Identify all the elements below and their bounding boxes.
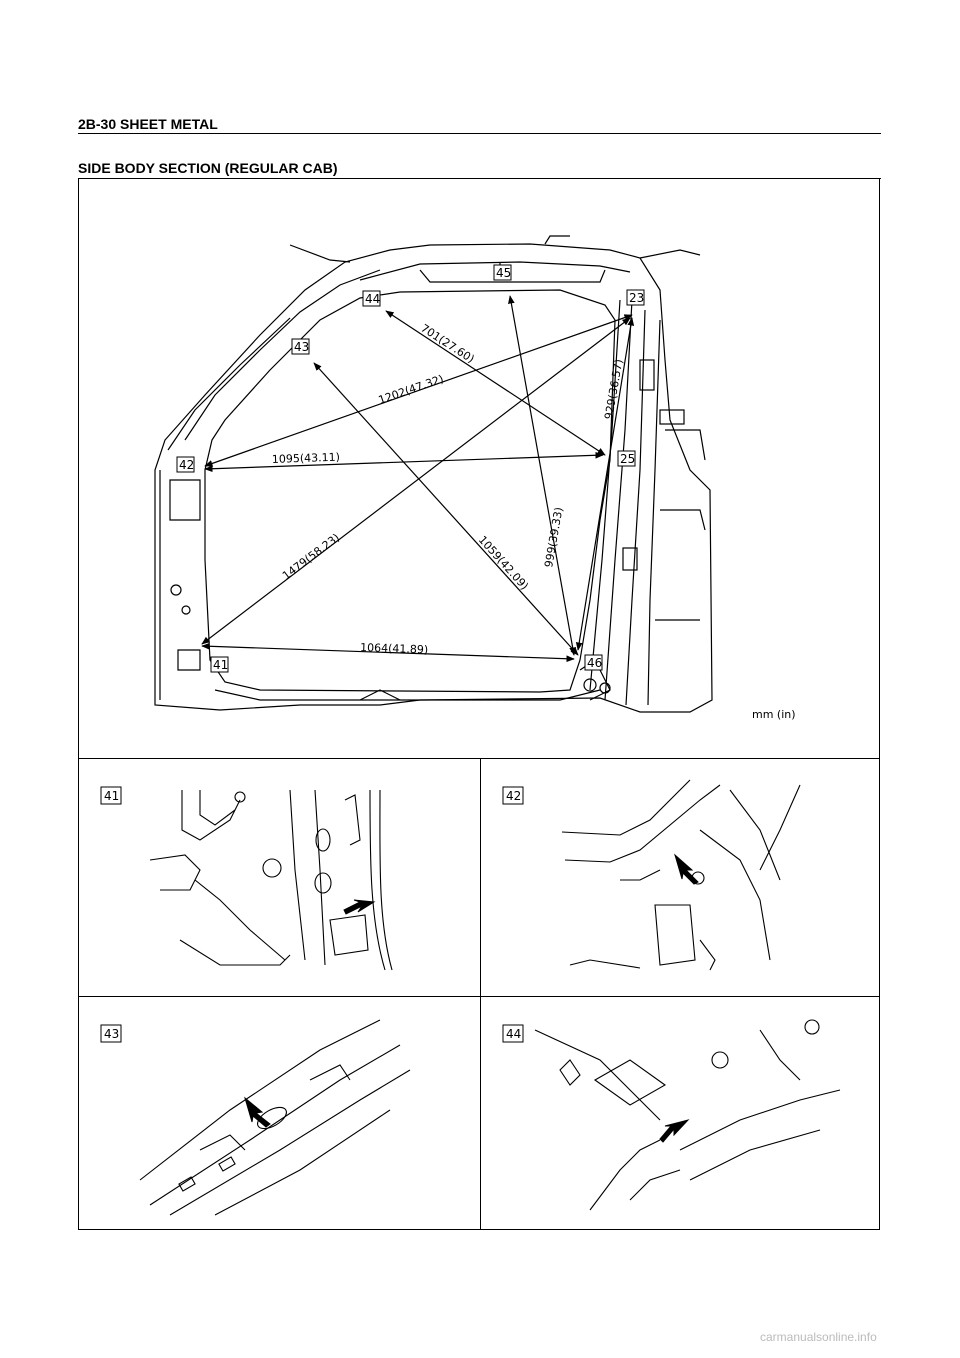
dim-1064: 1064(41.89) bbox=[360, 641, 428, 656]
detail-42-drawing bbox=[561, 779, 801, 971]
dim-999: 999(39.33) bbox=[542, 506, 565, 568]
dim-1059: 1059(42.09) bbox=[476, 533, 531, 592]
detail-43-arrow bbox=[244, 1096, 271, 1128]
detail-42-arrow bbox=[674, 853, 699, 885]
detail-44-drawing bbox=[534, 1019, 841, 1211]
svg-text:43: 43 bbox=[104, 1027, 119, 1041]
point-label-44: 44 bbox=[362, 290, 381, 307]
svg-text:44: 44 bbox=[506, 1027, 521, 1041]
svg-text:45: 45 bbox=[496, 266, 511, 280]
svg-text:41: 41 bbox=[104, 789, 119, 803]
point-label-42: 42 bbox=[176, 456, 195, 473]
point-label-41: 41 bbox=[210, 656, 229, 673]
unit-label: mm (in) bbox=[752, 708, 796, 721]
dim-701: 701(27.60) bbox=[418, 322, 476, 366]
point-label-23: 23 bbox=[626, 289, 645, 306]
detail-41-arrow bbox=[343, 899, 376, 915]
detail-label-42: 42 bbox=[502, 786, 524, 805]
point-label-45: 45 bbox=[493, 264, 512, 281]
line-1064 bbox=[201, 642, 575, 663]
point-label-43: 43 bbox=[291, 338, 310, 355]
detail-41-drawing bbox=[149, 789, 393, 971]
page-header: 2B-30 SHEET METAL bbox=[78, 116, 218, 132]
section-title: SIDE BODY SECTION (REGULAR CAB) bbox=[78, 160, 338, 176]
body-outline bbox=[154, 235, 713, 713]
header-rule bbox=[78, 133, 881, 134]
line-999 bbox=[508, 295, 576, 656]
svg-text:44: 44 bbox=[365, 292, 380, 306]
svg-text:46: 46 bbox=[587, 656, 602, 670]
measurement-lines bbox=[201, 295, 635, 663]
detail-label-44: 44 bbox=[502, 1024, 524, 1043]
point-label-25: 25 bbox=[617, 450, 636, 467]
line-1059 bbox=[313, 362, 579, 656]
point-label-46: 46 bbox=[584, 654, 603, 671]
dim-1202: 1202(47.32) bbox=[377, 372, 446, 406]
dim-1479: 1479(58.23) bbox=[280, 531, 342, 582]
line-1479 bbox=[201, 317, 631, 645]
grid-divider-top bbox=[78, 758, 880, 759]
svg-text:23: 23 bbox=[629, 291, 644, 305]
title-rule bbox=[78, 178, 881, 179]
detail-44-arrow bbox=[659, 1119, 690, 1143]
grid-divider-vertical bbox=[480, 758, 481, 1230]
detail-label-43: 43 bbox=[100, 1024, 122, 1043]
dim-1095: 1095(43.11) bbox=[272, 451, 340, 466]
svg-text:42: 42 bbox=[179, 458, 194, 472]
dim-929: 929(36.57) bbox=[602, 358, 625, 420]
svg-text:42: 42 bbox=[506, 789, 521, 803]
svg-text:25: 25 bbox=[620, 452, 635, 466]
svg-text:43: 43 bbox=[294, 340, 309, 354]
figure-frame bbox=[78, 179, 880, 1230]
detail-label-41: 41 bbox=[100, 786, 122, 805]
grid-divider-middle bbox=[78, 996, 880, 997]
watermark-text: carmanualsonline.info bbox=[760, 1330, 877, 1344]
detail-43-drawing bbox=[139, 1019, 411, 1216]
svg-text:41: 41 bbox=[213, 658, 228, 672]
